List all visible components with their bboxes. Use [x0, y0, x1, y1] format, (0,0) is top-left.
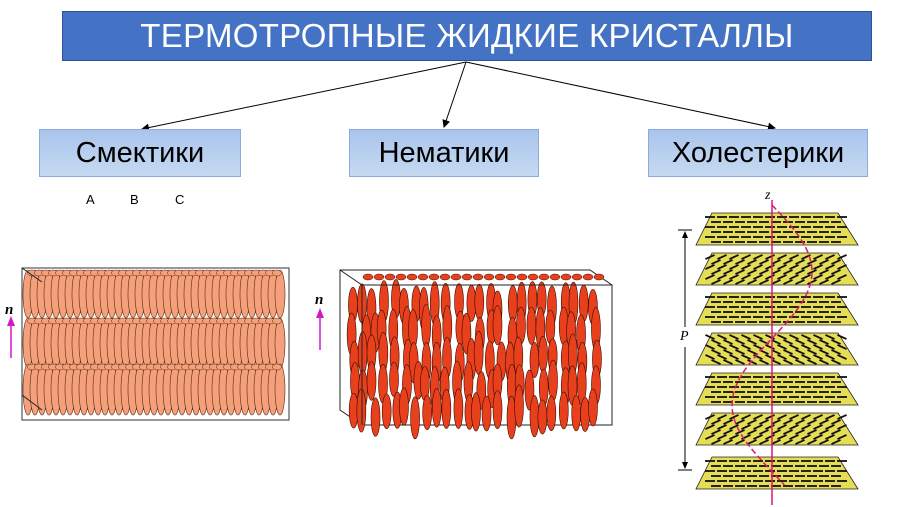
cholesteric-layer: [696, 373, 858, 405]
pitch-label: P: [680, 329, 689, 345]
cholesteric-layer: [696, 253, 858, 285]
cholesteric-layer: [696, 457, 858, 489]
cholesteric-axis-label: z: [765, 188, 770, 204]
cholesteric-layer: [696, 293, 858, 325]
cholesteric-layer: [696, 333, 858, 365]
cholesteric-layer: [696, 413, 858, 445]
cholesteric-layer: [696, 213, 858, 245]
